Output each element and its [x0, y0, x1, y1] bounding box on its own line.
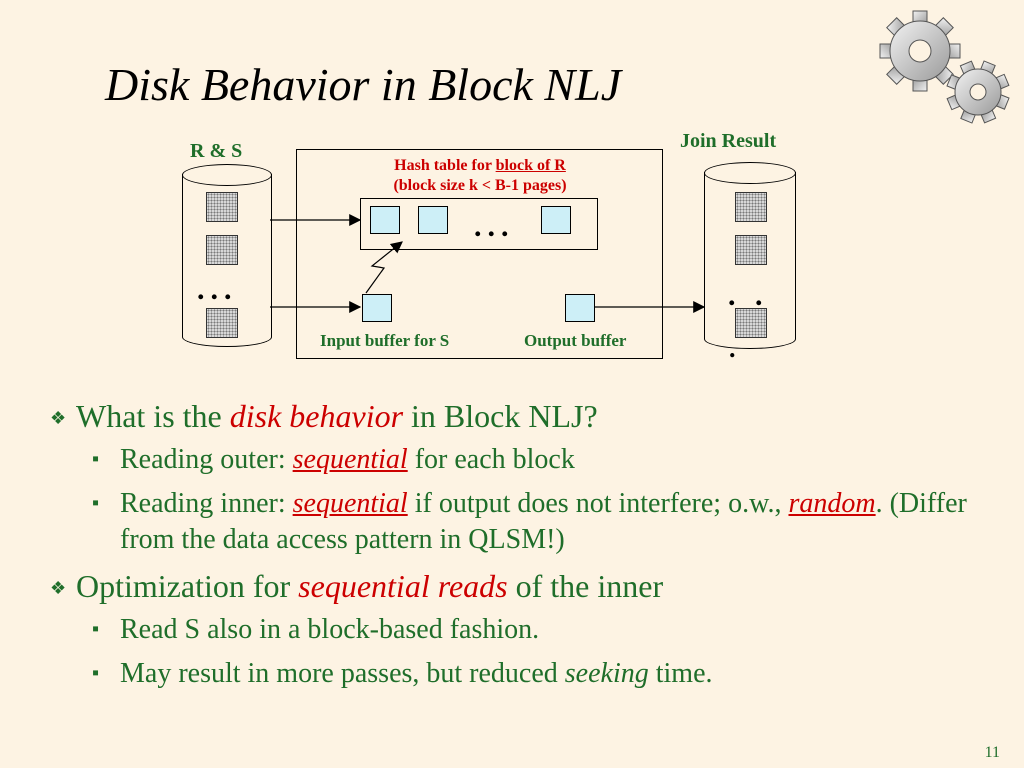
hash-bucket	[418, 206, 448, 234]
hash-label-prefix: Hash table for	[394, 157, 496, 174]
bullet-text: time.	[648, 658, 713, 689]
result-ellipsis: . .	[728, 279, 769, 312]
square-bullet-icon: ▪	[92, 662, 100, 684]
hash-table	[360, 198, 598, 250]
bullet-text: Reading inner:	[120, 488, 293, 519]
disk-page	[206, 235, 238, 265]
slide-title: Disk Behavior in Block NLJ	[105, 59, 622, 110]
block-of-r-link: block of R	[495, 157, 566, 174]
result-ellipsis-trailing: .	[729, 334, 742, 363]
hash-bucket	[541, 206, 571, 234]
diamond-bullet-icon: ❖	[50, 578, 67, 598]
square-bullet-icon: ▪	[92, 618, 100, 640]
sub-bullet-item: ▪ May result in more passes, but reduced…	[42, 656, 994, 692]
disk-page	[206, 192, 238, 222]
bullet-emphasis: sequential reads	[298, 568, 508, 604]
arrow-probe	[365, 241, 403, 294]
bullet-emphasis: disk behavior	[229, 398, 404, 434]
ellipsis: ...	[474, 210, 515, 243]
sub-bullet-item: ▪ Read S also in a block-based fashion.	[42, 612, 994, 648]
output-buffer	[565, 294, 595, 322]
bullet-text: Optimization for	[76, 568, 299, 604]
bullet-list: ❖ What is the disk behavior in Block NLJ…	[42, 396, 994, 700]
gears-icon	[879, 10, 1010, 124]
bullet-text: . (Differ from the data access pattern i…	[120, 488, 967, 555]
bullet-item: ❖ What is the disk behavior in Block NLJ…	[42, 396, 994, 436]
source-disk-top	[182, 164, 272, 186]
hash-bucket	[370, 206, 400, 234]
result-disk-top	[704, 162, 796, 184]
memory-box	[296, 149, 663, 359]
hash-label-line2: (block size k < B-1 pages)	[393, 177, 567, 194]
bullet-text: Reading outer:	[120, 444, 293, 475]
bullet-emphasis: sequential	[292, 444, 408, 475]
result-disk	[704, 172, 796, 349]
disk-page	[735, 192, 767, 222]
sub-bullet-item: ▪ Reading outer: sequential for each blo…	[42, 442, 994, 478]
page-number: 11	[984, 744, 1000, 761]
bullet-text: of the inner	[507, 568, 664, 604]
bullet-text: in Block NLJ?	[403, 398, 598, 434]
diamond-bullet-icon: ❖	[50, 408, 67, 428]
bullet-text: May result in more passes, but reduced	[120, 658, 565, 689]
disk-page	[735, 308, 767, 338]
bullet-emphasis: seeking	[564, 658, 649, 689]
input-buffer	[362, 294, 392, 322]
bullet-item: ❖ Optimization for sequential reads of t…	[42, 566, 994, 606]
bullet-emphasis: sequential	[292, 488, 408, 519]
sub-bullet-item: ▪ Reading inner: sequential if output do…	[42, 486, 994, 558]
ellipsis: ...	[197, 273, 238, 306]
bullet-emphasis: random	[788, 488, 876, 519]
bullet-text: What is the	[76, 398, 230, 434]
source-disk-label: R & S	[190, 140, 243, 162]
square-bullet-icon: ▪	[92, 492, 100, 514]
disk-page	[735, 235, 767, 265]
bullet-text: for each block	[407, 444, 575, 475]
output-buffer-label: Output buffer	[524, 331, 627, 350]
join-result-label: Join Result	[680, 130, 777, 152]
bullet-text: Read S also in a block-based fashion.	[120, 614, 540, 645]
bullet-text: if output does not interfere; o.w.,	[407, 488, 789, 519]
square-bullet-icon: ▪	[92, 448, 100, 470]
disk-page	[206, 308, 238, 338]
hash-table-label: Hash table for block of R (block size k …	[340, 156, 620, 196]
input-buffer-label: Input buffer for S	[320, 331, 450, 350]
source-disk	[182, 174, 272, 347]
